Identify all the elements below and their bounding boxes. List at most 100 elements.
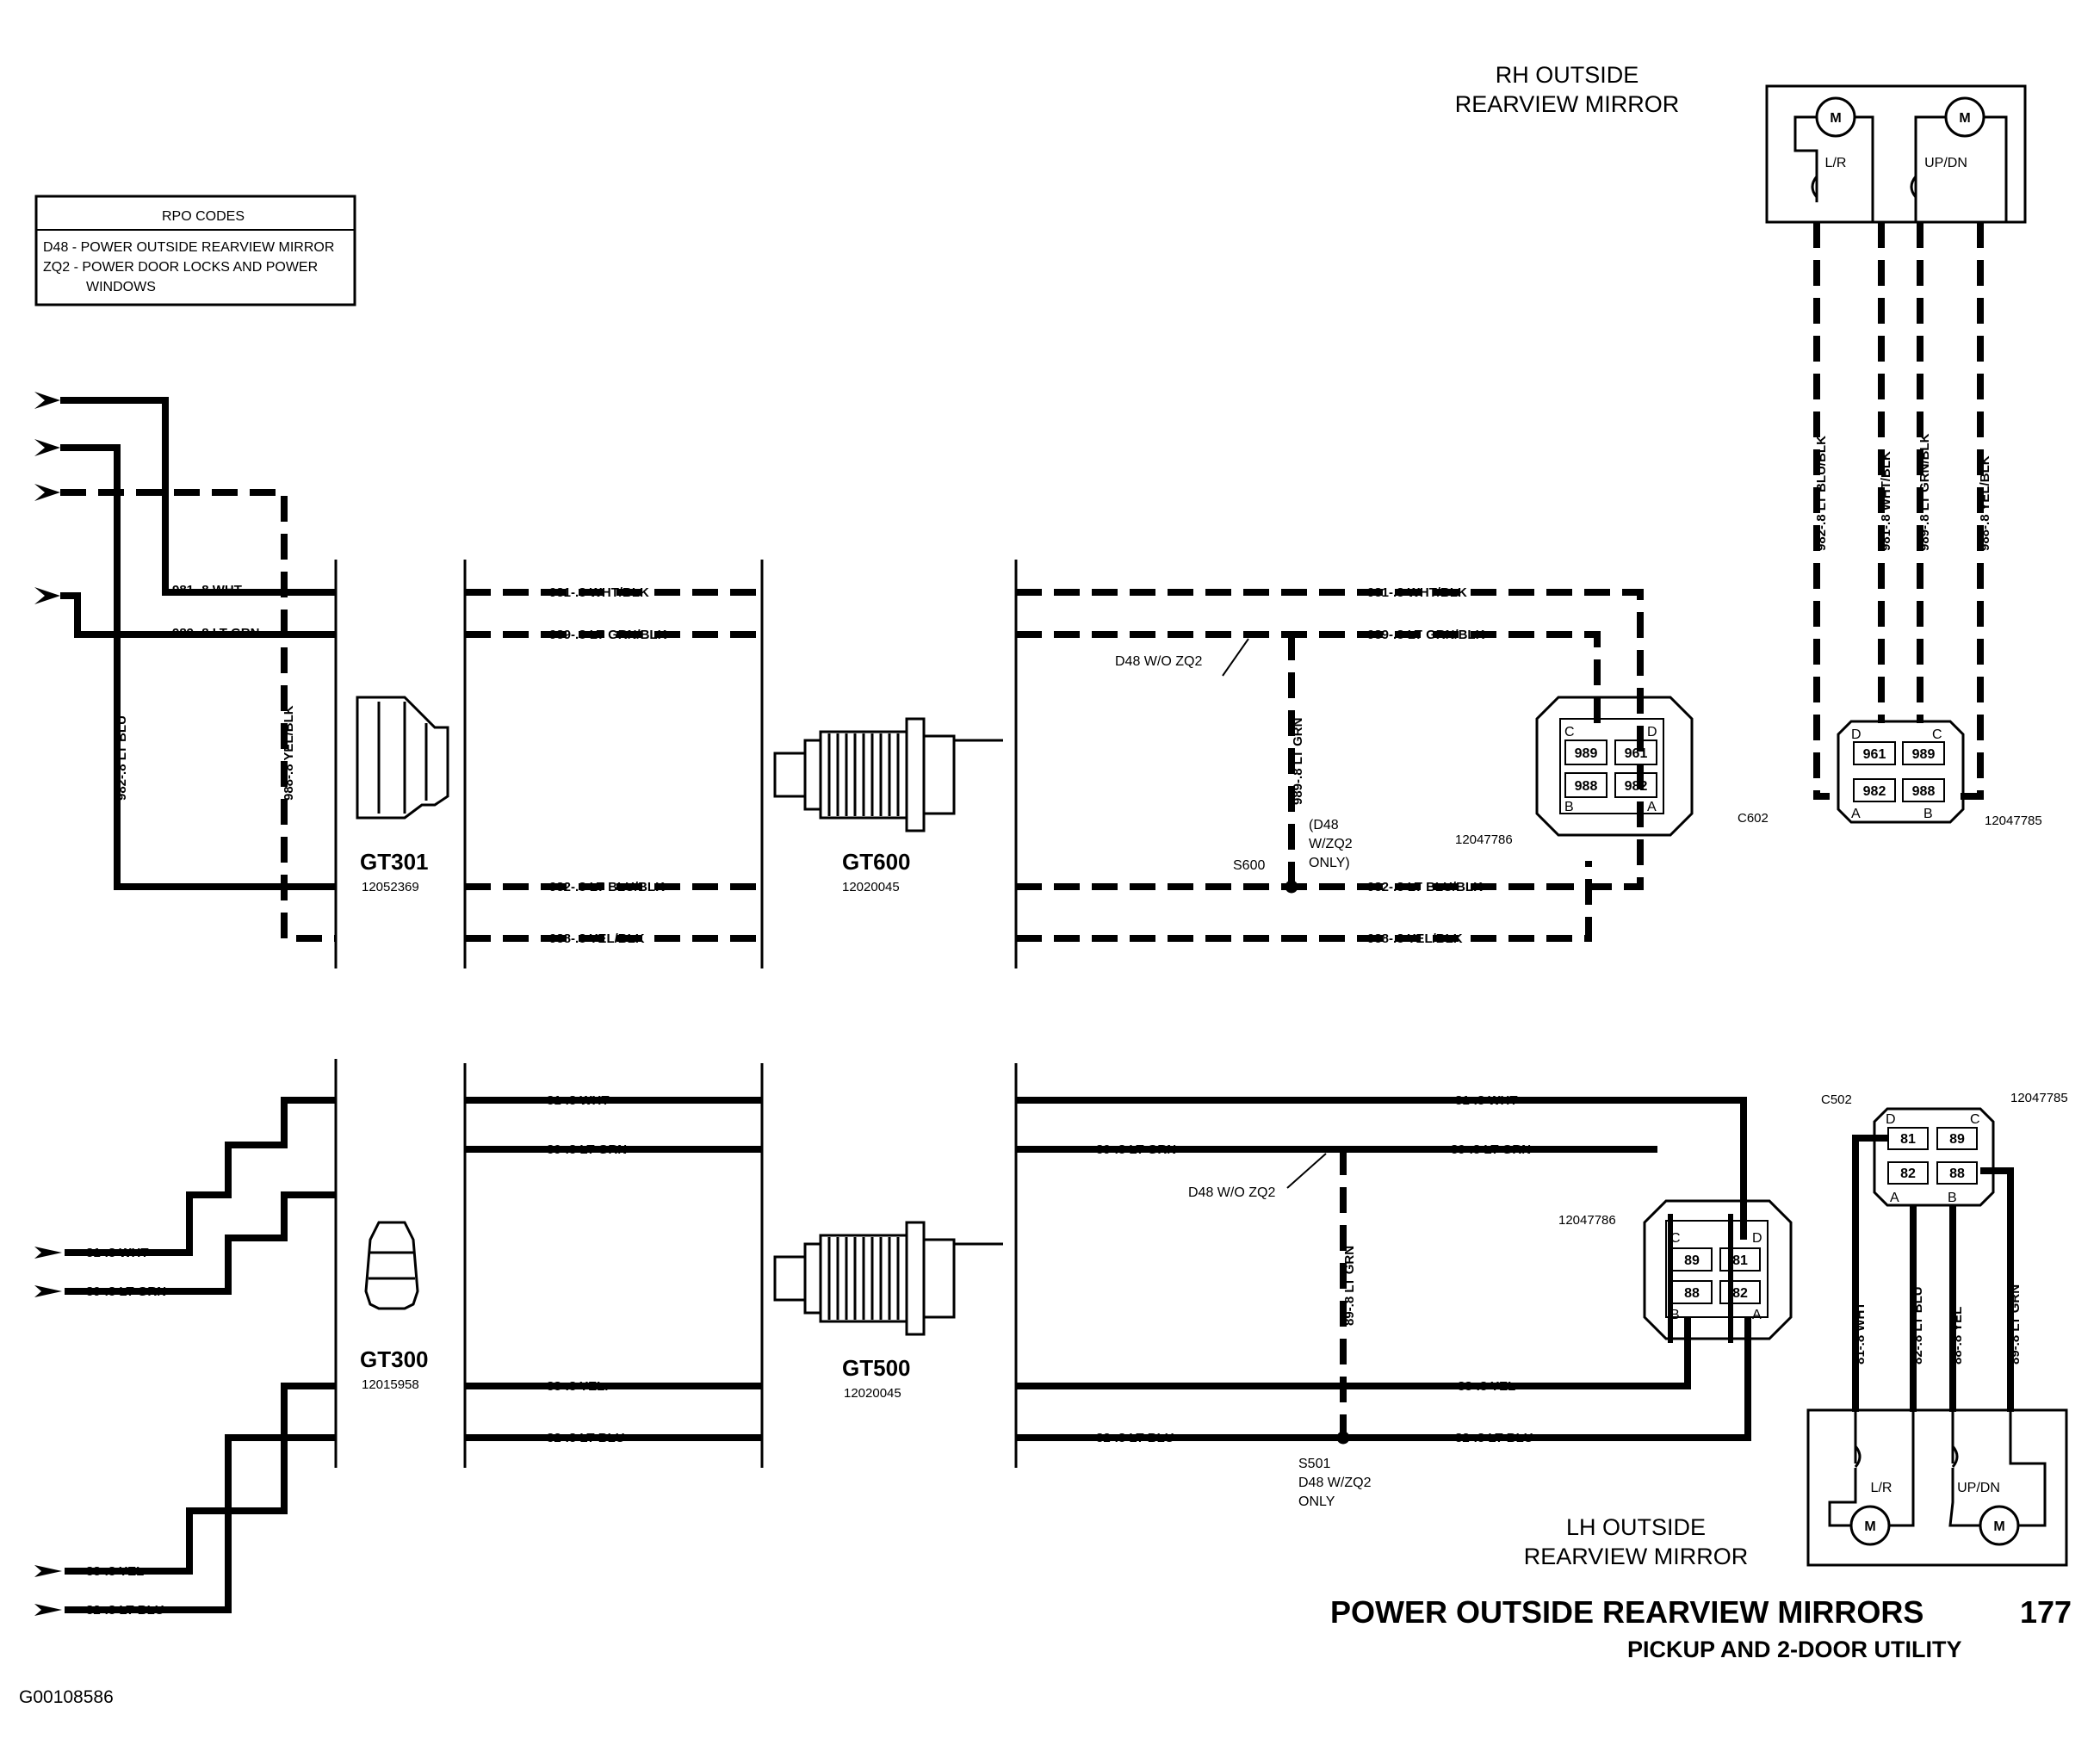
arrow-icon	[34, 392, 60, 409]
upper-sw-letter-d: D	[1647, 725, 1657, 739]
wire-88-left	[65, 1383, 336, 1575]
rpo-codes-box: RPO CODES D48 - POWER OUTSIDE REARVIEW M…	[34, 195, 356, 306]
upper-circuit	[34, 392, 1644, 968]
upper-sw-pin-961: 961	[1625, 746, 1648, 761]
lower-sw-part: 12047786	[1558, 1213, 1616, 1228]
lower-sw-letter-b: B	[1670, 1308, 1680, 1322]
c602-name: C602	[1738, 811, 1769, 826]
gt301-connector	[356, 696, 449, 820]
s600-note-1: (D48	[1309, 818, 1339, 832]
lh-mirror-body	[1806, 1408, 2068, 1567]
lower-circuit	[65, 1059, 1751, 1613]
c602-letter-b: B	[1923, 807, 1933, 821]
label-989-splice: 989-.8 LT GRN	[1291, 718, 1305, 805]
lower-sw-letter-d: D	[1752, 1231, 1762, 1246]
lh-label-b: 82-.8 LT BLU	[1911, 1286, 1925, 1364]
rh-motor-ud-m: M	[1959, 111, 1970, 126]
upper-sw-pin-988: 988	[1575, 779, 1598, 794]
c502-letter-c: C	[1970, 1112, 1980, 1127]
label-988-right: 988-.8 YEL/BLK	[1367, 931, 1463, 946]
rpo-line-zq2: ZQ2 - POWER DOOR LOCKS AND POWER	[43, 260, 318, 275]
lh-mirror-label-2: REARVIEW MIRROR	[1524, 1544, 1749, 1569]
c602-letter-d: D	[1851, 727, 1862, 742]
s501-note-1: D48 W/ZQ2	[1298, 1476, 1372, 1490]
label-981-left: 981-.8 WHT	[172, 583, 242, 597]
splice-s600-dot	[1285, 880, 1298, 894]
c602-letter-c: C	[1932, 727, 1942, 742]
s501-option-label: D48 W/O ZQ2	[1188, 1185, 1275, 1200]
lh-motor-ud-m: M	[1993, 1519, 2004, 1534]
wire-988-left	[60, 489, 336, 942]
s600-option-label: D48 W/O ZQ2	[1115, 654, 1202, 669]
wire-81-left	[65, 1097, 336, 1256]
label-81-right: 81-.8 WHT	[1455, 1093, 1518, 1108]
label-988-vert: 988-.8 YEL/BLK	[282, 705, 296, 801]
label-988-mid: 988-.8 YEL/BLK	[549, 931, 645, 946]
c602-connector: 961 989 982 988 D C A B	[1837, 720, 1965, 824]
c602-pin-988: 988	[1912, 784, 1936, 799]
c502-pin-82: 82	[1900, 1166, 1916, 1181]
c502-letter-b: B	[1948, 1191, 1957, 1205]
s600-note-2: W/ZQ2	[1309, 837, 1353, 851]
label-82-mid: 82-.8 LT BLU	[547, 1431, 625, 1445]
rh-mirror: RH OUTSIDE REARVIEW MIRROR M M L/R UP/DN	[1455, 62, 2027, 800]
upper-sw-letter-a: A	[1647, 800, 1657, 814]
arrow-icon	[34, 1565, 62, 1577]
upper-sw-pin-982: 982	[1625, 779, 1648, 794]
arrow-icon	[34, 587, 60, 604]
c502-part: 12047785	[2010, 1091, 2068, 1105]
label-89-splice: 89-.8 LT GRN	[1342, 1246, 1357, 1326]
label-81-mid: 81-.8 WHT	[547, 1093, 610, 1108]
lh-mirror-label-1: LH OUTSIDE	[1566, 1514, 1706, 1540]
lower-sw-pin-81: 81	[1732, 1253, 1748, 1268]
c602-pin-989: 989	[1912, 747, 1936, 762]
arrow-icon	[34, 1247, 62, 1259]
gt301-part: 12052369	[362, 880, 419, 894]
upper-switch-connector: 989 961 988 982 C D B A	[1535, 696, 1694, 837]
arrow-icon	[34, 439, 60, 456]
label-989-mid: 989-.8 LT GRN/BLK	[549, 628, 667, 642]
c602-pin-982: 982	[1863, 784, 1886, 799]
rh-wire-labels: 982-.8 LT BLU/BLK 981-.8 WHT/BLK 989-.8 …	[1814, 433, 1992, 551]
label-982-right: 982-.8 LT BLU/BLK	[1367, 880, 1483, 894]
label-89-right-a: 89-.8 LT GRN	[1096, 1142, 1176, 1157]
rh-motor-lr-label: L/R	[1825, 156, 1847, 170]
lh-motor-ud-label: UP/DN	[1957, 1481, 2000, 1495]
label-981-right: 981-.8 WHT/BLK	[1367, 585, 1467, 600]
gt600-name: GT600	[842, 849, 911, 875]
upper-sw-letter-b: B	[1564, 800, 1574, 814]
upper-sw-pin-989: 989	[1575, 746, 1598, 761]
lower-sw-letter-c: C	[1670, 1231, 1681, 1246]
label-89-right-b: 89-.8 LT GRN	[1451, 1142, 1531, 1157]
lh-label-d: 89-.8 LT GRN	[2008, 1284, 2023, 1364]
arrow-icon	[34, 484, 60, 501]
label-82-left: 82-.8 LT BLU	[86, 1603, 164, 1618]
gt500-part: 12020045	[844, 1386, 901, 1401]
arrow-icon	[34, 1604, 62, 1616]
wire-82-left	[65, 1434, 336, 1613]
rh-label-b: 981-.8 WHT/BLK	[1879, 451, 1893, 551]
lh-mirror: M M L/R UP/DN LH OUTSIDE REARVIEW MIRROR	[1524, 1135, 2068, 1569]
lower-sw-pin-82: 82	[1732, 1286, 1748, 1301]
rh-motor-ud-label: UP/DN	[1924, 156, 1967, 170]
wire-89-left	[65, 1191, 336, 1295]
rh-mirror-label-2: REARVIEW MIRROR	[1455, 91, 1680, 117]
label-89-left: 89-.8 LT GRN	[86, 1284, 166, 1299]
gt500-name: GT500	[842, 1355, 911, 1381]
rh-mirror-body	[1765, 84, 2027, 224]
label-88-left: 88-.8 YEL	[86, 1564, 144, 1579]
arrow-icon	[34, 1285, 62, 1297]
rpo-line-windows: WINDOWS	[86, 280, 156, 294]
gt300-part: 12015958	[362, 1377, 419, 1392]
wire-988-right	[1016, 861, 1592, 942]
c602-pin-961: 961	[1863, 747, 1886, 762]
figure-id: G00108586	[19, 1687, 114, 1707]
label-981-mid: 981-.8 WHT/BLK	[549, 585, 649, 600]
c502-pin-89: 89	[1949, 1132, 1965, 1147]
rh-mirror-label-1: RH OUTSIDE	[1496, 62, 1639, 88]
label-989-right: 989-.8 LT GRN/BLK	[1367, 628, 1485, 642]
rh-motor-lr-m: M	[1830, 111, 1841, 126]
lh-motor-lr-label: L/R	[1871, 1481, 1892, 1495]
page-number: 177	[2020, 1594, 2072, 1630]
